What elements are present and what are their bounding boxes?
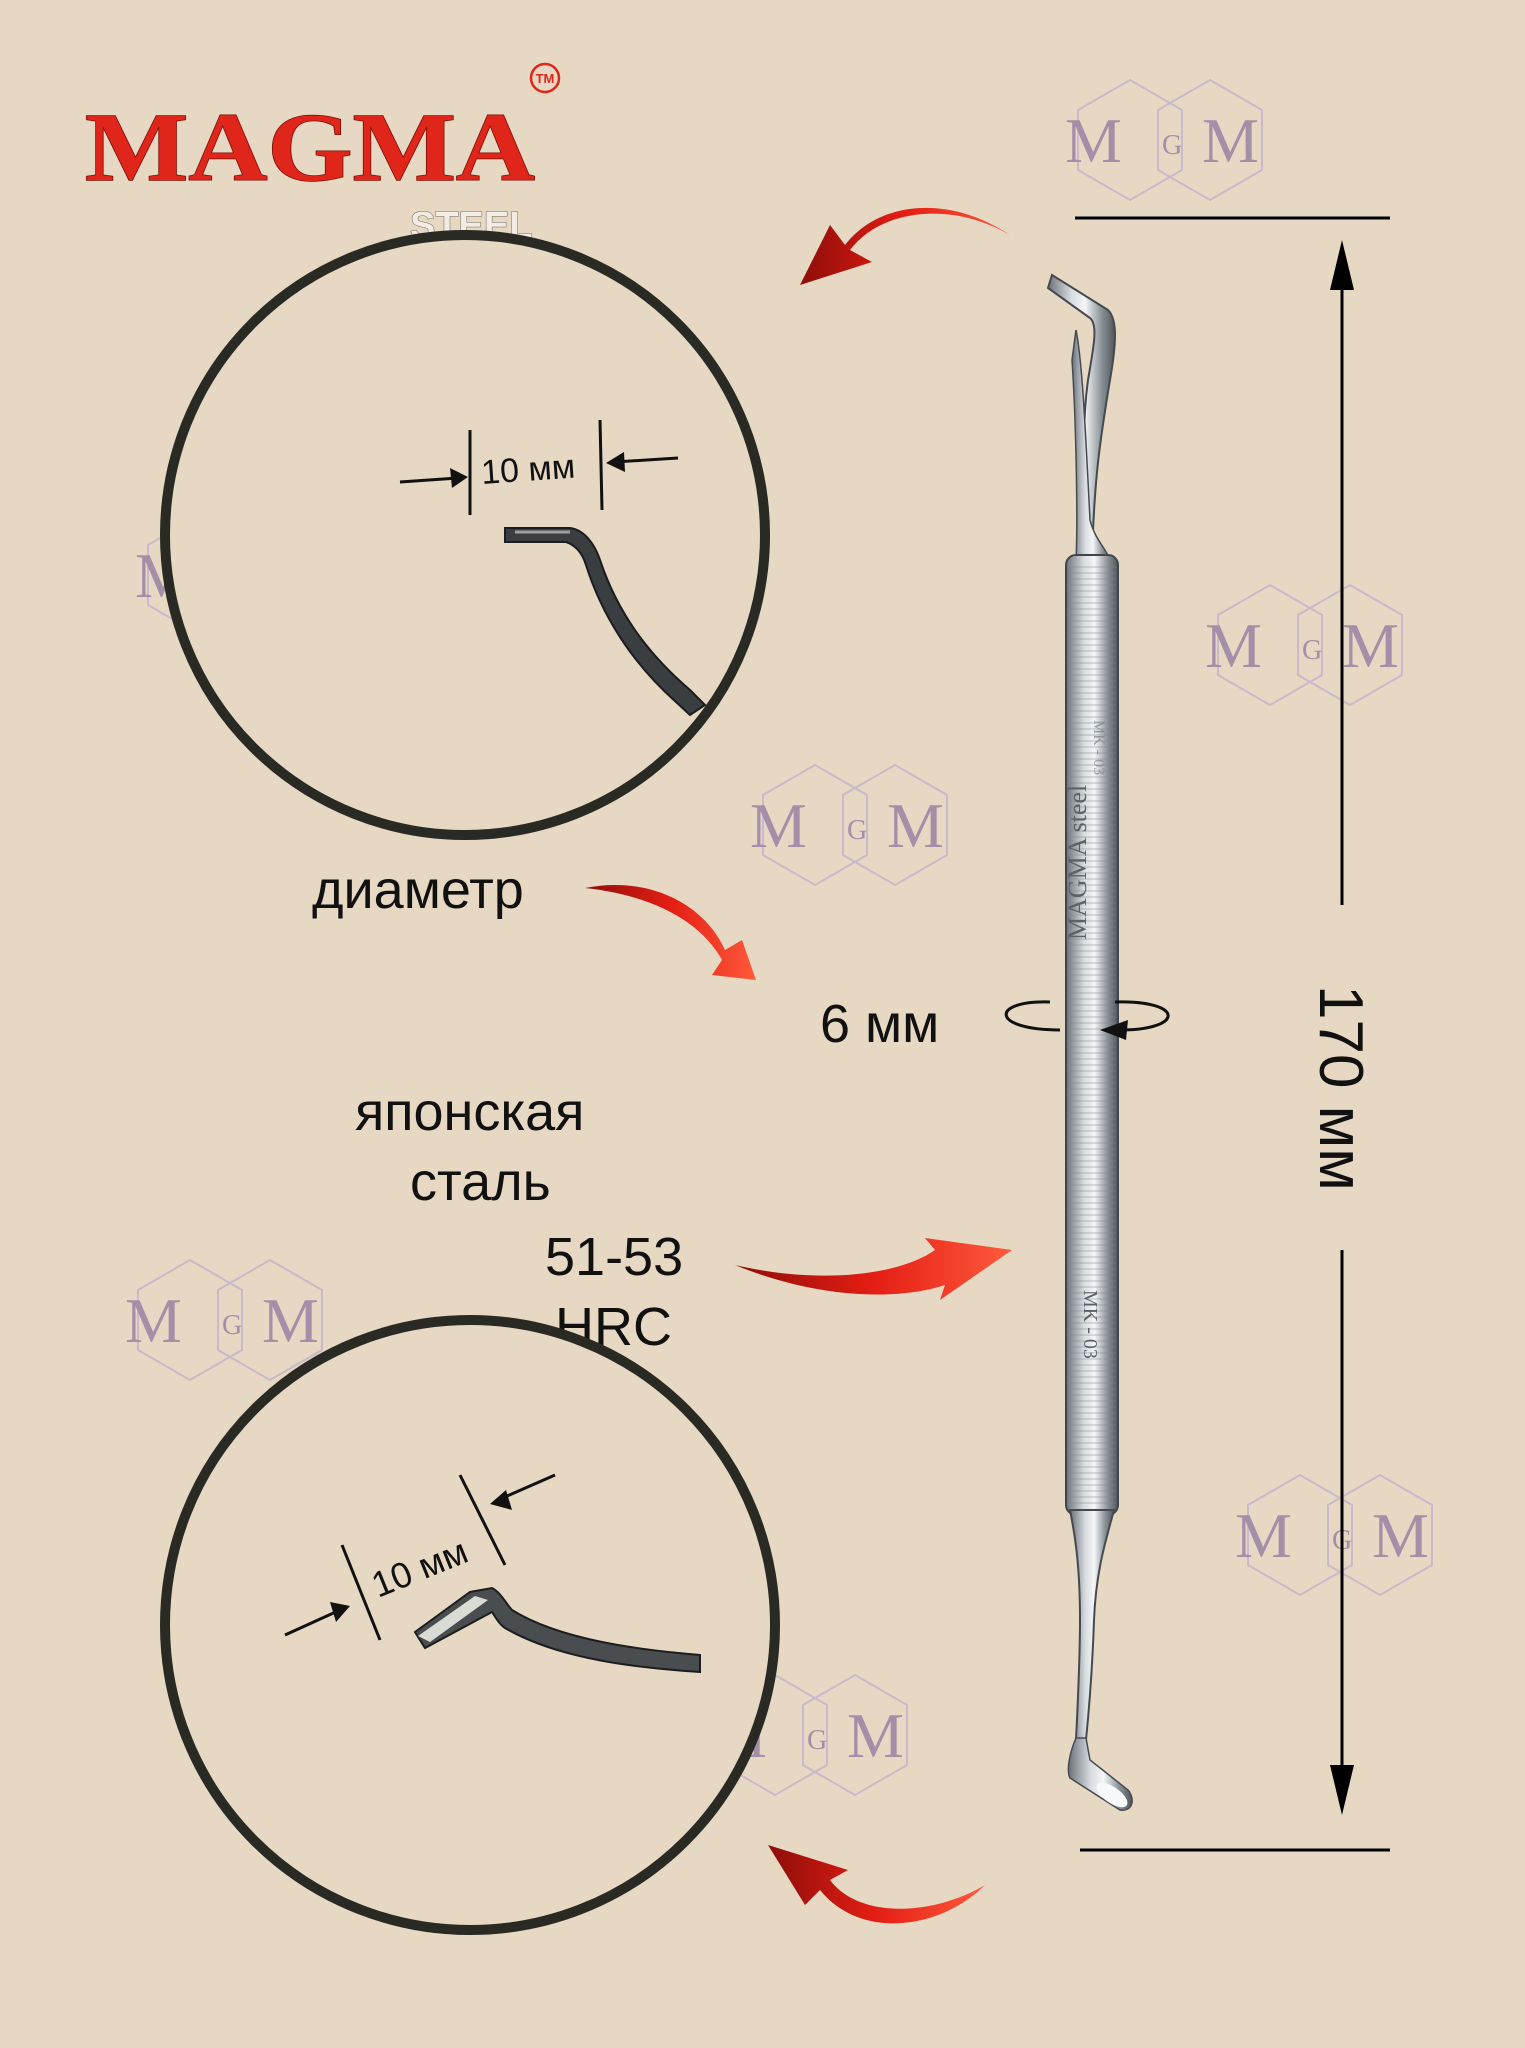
arrow-right-icon (450, 468, 468, 488)
svg-text:G: G (807, 1725, 827, 1756)
svg-text:M: M (887, 790, 944, 861)
svg-text:M: M (1342, 610, 1399, 681)
steel-type-line2: сталь (410, 1152, 551, 1212)
watermark-logo: M G M (125, 1259, 323, 1381)
svg-text:G: G (222, 1310, 242, 1341)
trademark-icon (529, 62, 561, 94)
length-label: 170 мм (1306, 985, 1375, 1191)
svg-text:M: M (750, 790, 807, 861)
diameter-value: 6 мм (820, 994, 939, 1054)
steel-type-line1: японская (355, 1082, 584, 1142)
svg-text:G: G (1162, 130, 1182, 161)
red-arrow-icon (800, 207, 1010, 285)
brand-logo: MAGMA TM STEEL (84, 62, 561, 248)
svg-text:M: M (125, 1285, 182, 1356)
tool-bottom-shank (1068, 1509, 1116, 1741)
svg-text:M: M (262, 1285, 319, 1356)
top-tip-zoom: 10 мм (160, 230, 770, 840)
svg-text:G: G (847, 815, 867, 846)
arrow-right-icon (330, 1602, 350, 1622)
svg-text:M: M (1235, 1500, 1292, 1571)
watermark-logo: M G M (1065, 79, 1263, 201)
watermark-logo: M G M (1235, 1474, 1433, 1596)
svg-text:M: M (847, 1700, 904, 1771)
top-tip-width-label: 10 мм (480, 448, 576, 492)
hardness-value: 51-53 (545, 1227, 683, 1287)
svg-text:M: M (1202, 105, 1259, 176)
svg-text:M: M (1065, 105, 1122, 176)
svg-text:G: G (1302, 635, 1322, 666)
watermark-logo: M G M (1205, 584, 1403, 706)
red-arrow-icon (735, 1238, 1012, 1300)
tool-engraving-model-top: MK - 03 (1090, 720, 1107, 775)
red-arrow-icon (585, 884, 756, 980)
length-dimension: 170 мм (1075, 216, 1390, 1852)
arrow-down-icon (1330, 1765, 1354, 1815)
svg-text:M: M (1205, 610, 1262, 681)
tool-engraving-brand: MAGMA steel (1063, 785, 1092, 940)
brand-name: MAGMA (85, 94, 535, 202)
diameter-rotation-indicator (1004, 1000, 1170, 1040)
arrow-left-icon (606, 452, 625, 472)
bottom-tip-zoom: 10 мм (160, 1315, 780, 1935)
red-arrow-icon (768, 1845, 985, 1924)
diameter-label: диаметр (312, 860, 524, 920)
dental-tool: MAGMA steel MK - 03 MK - 03 (1046, 273, 1133, 1811)
rotation-arrow-icon (1100, 1020, 1128, 1040)
trademark-label: TM (536, 71, 555, 86)
arrow-left-icon (490, 1490, 512, 1510)
watermark-logo: M G M (750, 764, 948, 886)
tool-engraving-model: MK - 03 (1079, 1290, 1101, 1359)
svg-text:M: M (1372, 1500, 1429, 1571)
arrow-up-icon (1330, 240, 1354, 290)
